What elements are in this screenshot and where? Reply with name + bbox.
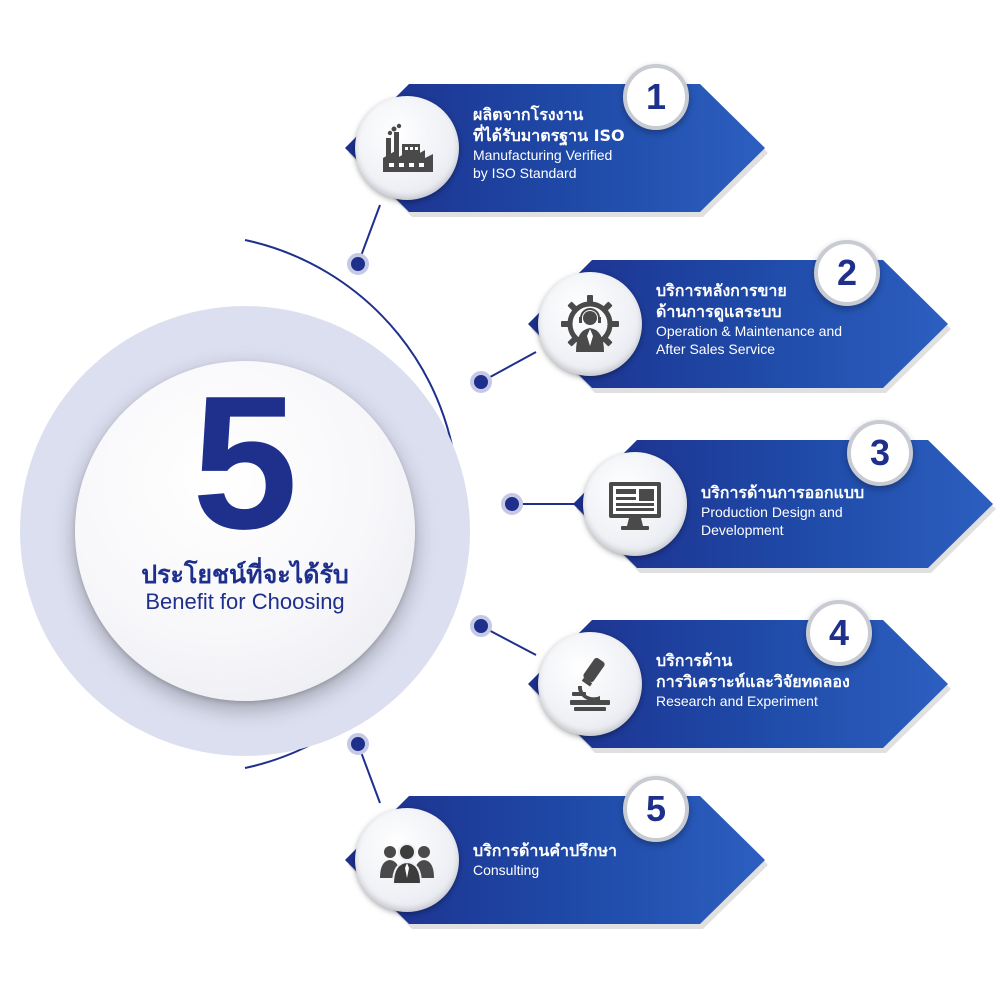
card-desc-english-line-1: Consulting (473, 862, 540, 878)
card-title-thai-line-1: บริการด้านคำปรึกษา (473, 841, 617, 860)
icon-circle (538, 272, 642, 376)
card-desc-english-line-1: Manufacturing Verified (473, 147, 613, 163)
card-desc-english-line-1: Operation & Maintenance and (656, 323, 843, 339)
card-text: บริการด้านการออกแบบ Production Design an… (701, 482, 971, 539)
hub-title-thai: ประโยชน์ที่จะได้รับ (141, 560, 349, 589)
card-desc-english-line-2: After Sales Service (656, 341, 776, 357)
benefit-card-5: บริการด้านคำปรึกษา Consulting 5 (345, 776, 768, 929)
card-title-thai-line-2: ด้านการดูแลระบบ (656, 302, 782, 321)
card-title-thai-line-1: บริการด้าน (656, 651, 733, 670)
card-title-thai-line-1: บริการหลังการขาย (656, 281, 787, 300)
benefit-card-4: บริการด้าน การวิเคราะห์และวิจัยทดลอง Res… (528, 600, 951, 753)
card-desc-english-line-2: Development (701, 522, 784, 538)
card-desc-english-line-1: Production Design and (701, 504, 843, 520)
icon-circle (355, 96, 459, 200)
card-text: บริการด้าน การวิเคราะห์และวิจัยทดลอง Res… (656, 650, 926, 710)
card-title-thai-line-2: การวิเคราะห์และวิจัยทดลอง (656, 672, 850, 691)
number-badge: 3 (847, 420, 913, 486)
hub-number: 5 (192, 357, 298, 569)
card-title-thai-line-1: ผลิตจากโรงงาน (473, 105, 584, 124)
connector-dot-5 (347, 733, 369, 755)
benefit-card-3: บริการด้านการออกแบบ Production Design an… (573, 420, 996, 573)
icon-circle (583, 452, 687, 556)
microscope-icon (570, 657, 610, 711)
card-text: บริการหลังการขาย ด้านการดูแลระบบ Operati… (656, 280, 926, 358)
icon-circle (538, 632, 642, 736)
card-title-thai-line-2: ที่ได้รับมาตรฐาน ISO (473, 126, 625, 145)
connector-dot-2 (470, 371, 492, 393)
card-title-thai-line-1: บริการด้านการออกแบบ (701, 483, 865, 502)
connector-dot-3 (501, 493, 523, 515)
hub-circle (75, 361, 415, 701)
connector-dot-1 (347, 253, 369, 275)
icon-circle (355, 808, 459, 912)
benefit-card-1: ผลิตจากโรงงาน ที่ได้รับมาตรฐาน ISO Manuf… (345, 64, 768, 217)
hub-title-english: Benefit for Choosing (145, 589, 345, 614)
card-desc-english-line-2: by ISO Standard (473, 165, 577, 181)
card-desc-english-line-1: Research and Experiment (656, 693, 818, 709)
number-badge: 5 (623, 776, 689, 842)
benefit-card-2: บริการหลังการขาย ด้านการดูแลระบบ Operati… (528, 240, 951, 393)
consulting-people-icon (380, 843, 434, 885)
monitor-design-icon (609, 482, 661, 530)
factory-icon (383, 123, 433, 172)
card-text: บริการด้านคำปรึกษา Consulting (473, 840, 743, 879)
card-text: ผลิตจากโรงงาน ที่ได้รับมาตรฐาน ISO Manuf… (473, 104, 743, 182)
support-gear-icon (561, 295, 619, 352)
number-badge: 1 (623, 64, 689, 130)
connector-dot-4 (470, 615, 492, 637)
number-badge: 2 (814, 240, 880, 306)
number-badge: 4 (806, 600, 872, 666)
